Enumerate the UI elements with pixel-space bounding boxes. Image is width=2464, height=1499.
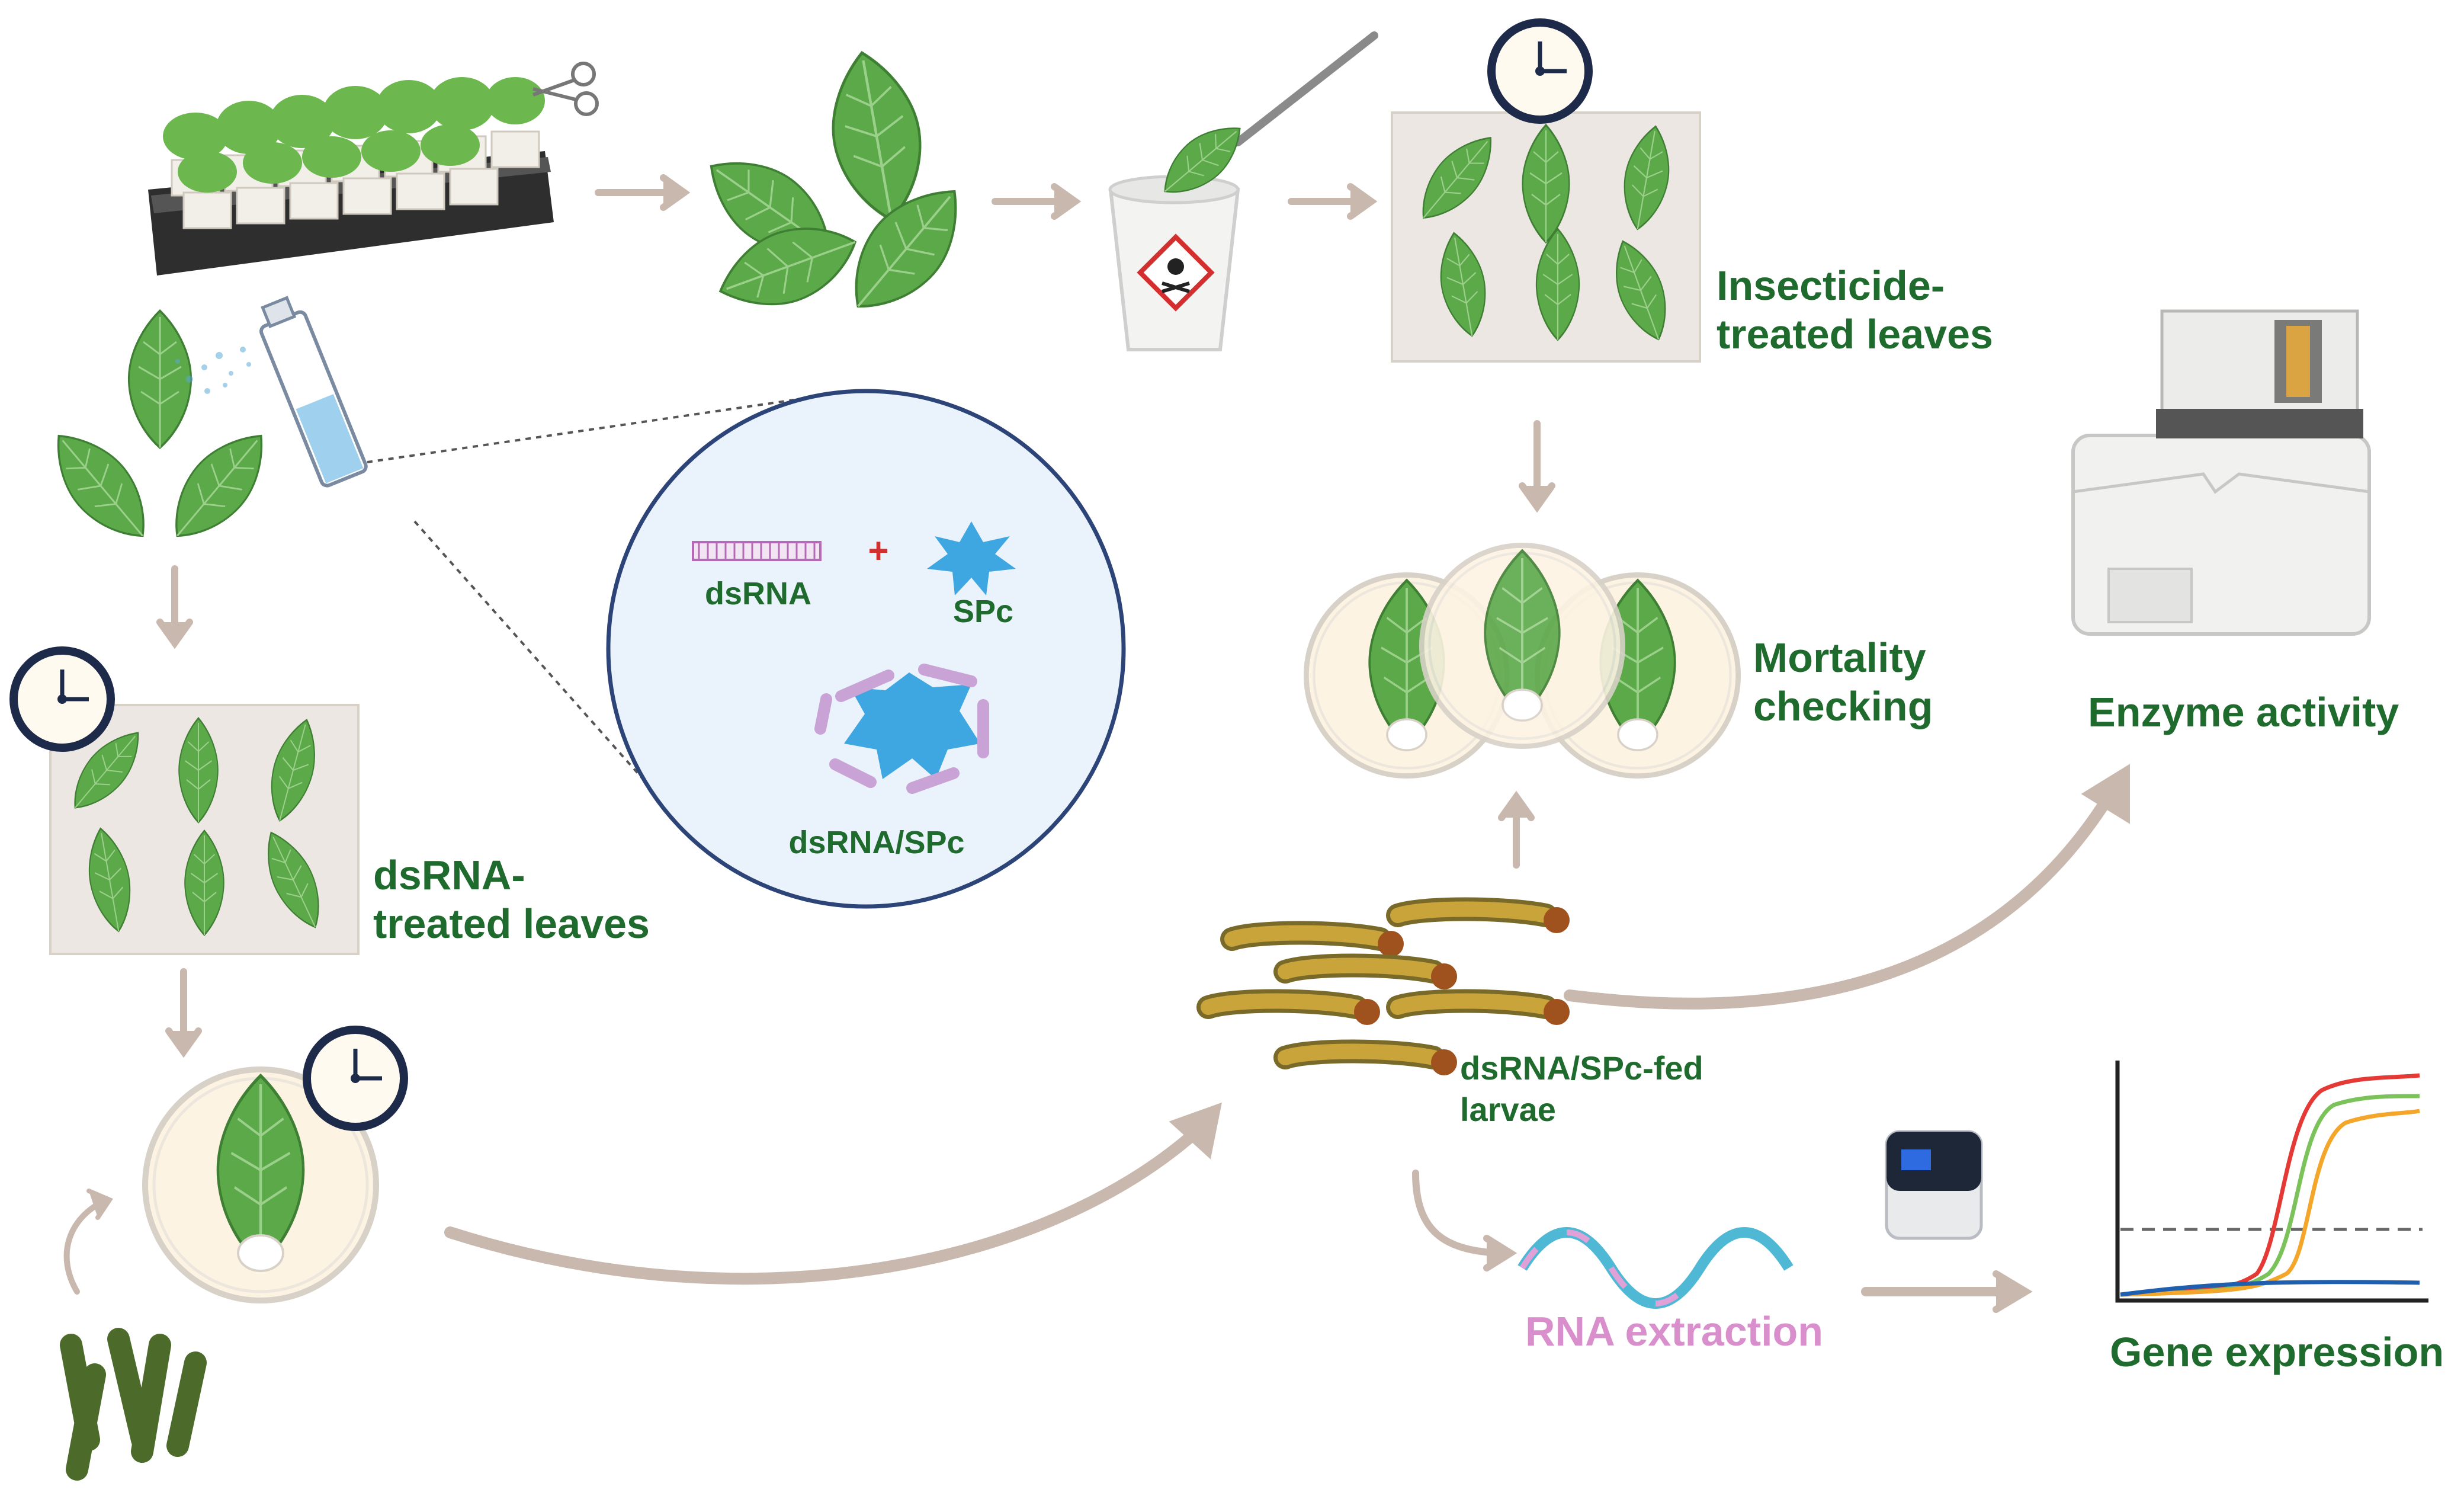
curve-green: [2120, 1094, 2420, 1297]
inset-dsrna-label: dsRNA: [705, 576, 811, 611]
petri-dish-icon: [1422, 545, 1622, 746]
amplification-plot-icon: [2115, 1061, 2428, 1303]
gene-expression-label: Gene expression: [2110, 1329, 2444, 1375]
insecticide-leaf-sheet: [1391, 111, 1701, 363]
curve-orange: [2120, 1109, 2420, 1297]
dsrna-leaves-label-line1: dsRNA-: [373, 852, 525, 898]
cup-icon: [1108, 111, 1255, 351]
larvae-label-line2: larvae: [1460, 1091, 1556, 1128]
dsrna-spc-complex-icon: [814, 664, 989, 794]
curve-blue: [2120, 1280, 2420, 1297]
dsrna-leaves-label-line2: treated leaves: [373, 901, 650, 947]
flow-arrows: [63, 174, 2130, 1313]
inset-plus-label: +: [868, 531, 888, 571]
plate-reader-icon: [2071, 309, 2371, 636]
toxic-hazard-icon: [1137, 233, 1215, 312]
enzyme-activity-label: Enzyme activity: [2088, 689, 2399, 735]
curve-red: [2120, 1073, 2420, 1297]
spc-icon: [927, 521, 1016, 595]
inset-spc-label: SPc: [953, 594, 1013, 629]
insecticide-label-line1: Insecticide-: [1717, 262, 1945, 309]
scissors-icon: [532, 62, 599, 116]
petri-dishes-group: [1306, 545, 1738, 776]
clock-icon: [1491, 23, 1589, 120]
rna-extraction-label: RNA extraction: [1525, 1308, 1824, 1354]
larvae-label-line1: dsRNA/SPc-fed: [1460, 1049, 1703, 1087]
rna-strand-icon: [1517, 1227, 1794, 1309]
spray-bottle-icon: [259, 296, 368, 488]
nanocarrier-inset: [606, 389, 1126, 909]
seedling-tray-icon: [148, 77, 554, 276]
tomato-leaves-icon: [691, 46, 983, 330]
clock-icon: [14, 651, 111, 748]
mortality-label-line2: checking: [1753, 683, 1933, 729]
dsrna-leaf-sheet: [49, 704, 360, 955]
inset-complex-label: dsRNA/SPc: [788, 825, 964, 860]
zoom-lines: [367, 399, 794, 783]
mortality-label-line1: Mortality: [1753, 635, 1926, 681]
insecticide-label-line2: treated leaves: [1717, 311, 1993, 357]
larvae-group-icon: [60, 1328, 207, 1481]
spray-mist: [175, 347, 251, 394]
forceps-icon: [1234, 31, 1378, 146]
sprayed-plant-icon: [35, 311, 285, 556]
dsrna-icon: [692, 541, 822, 561]
clock-icon: [307, 1030, 404, 1127]
qpcr-machine-icon: [1885, 1130, 1983, 1240]
